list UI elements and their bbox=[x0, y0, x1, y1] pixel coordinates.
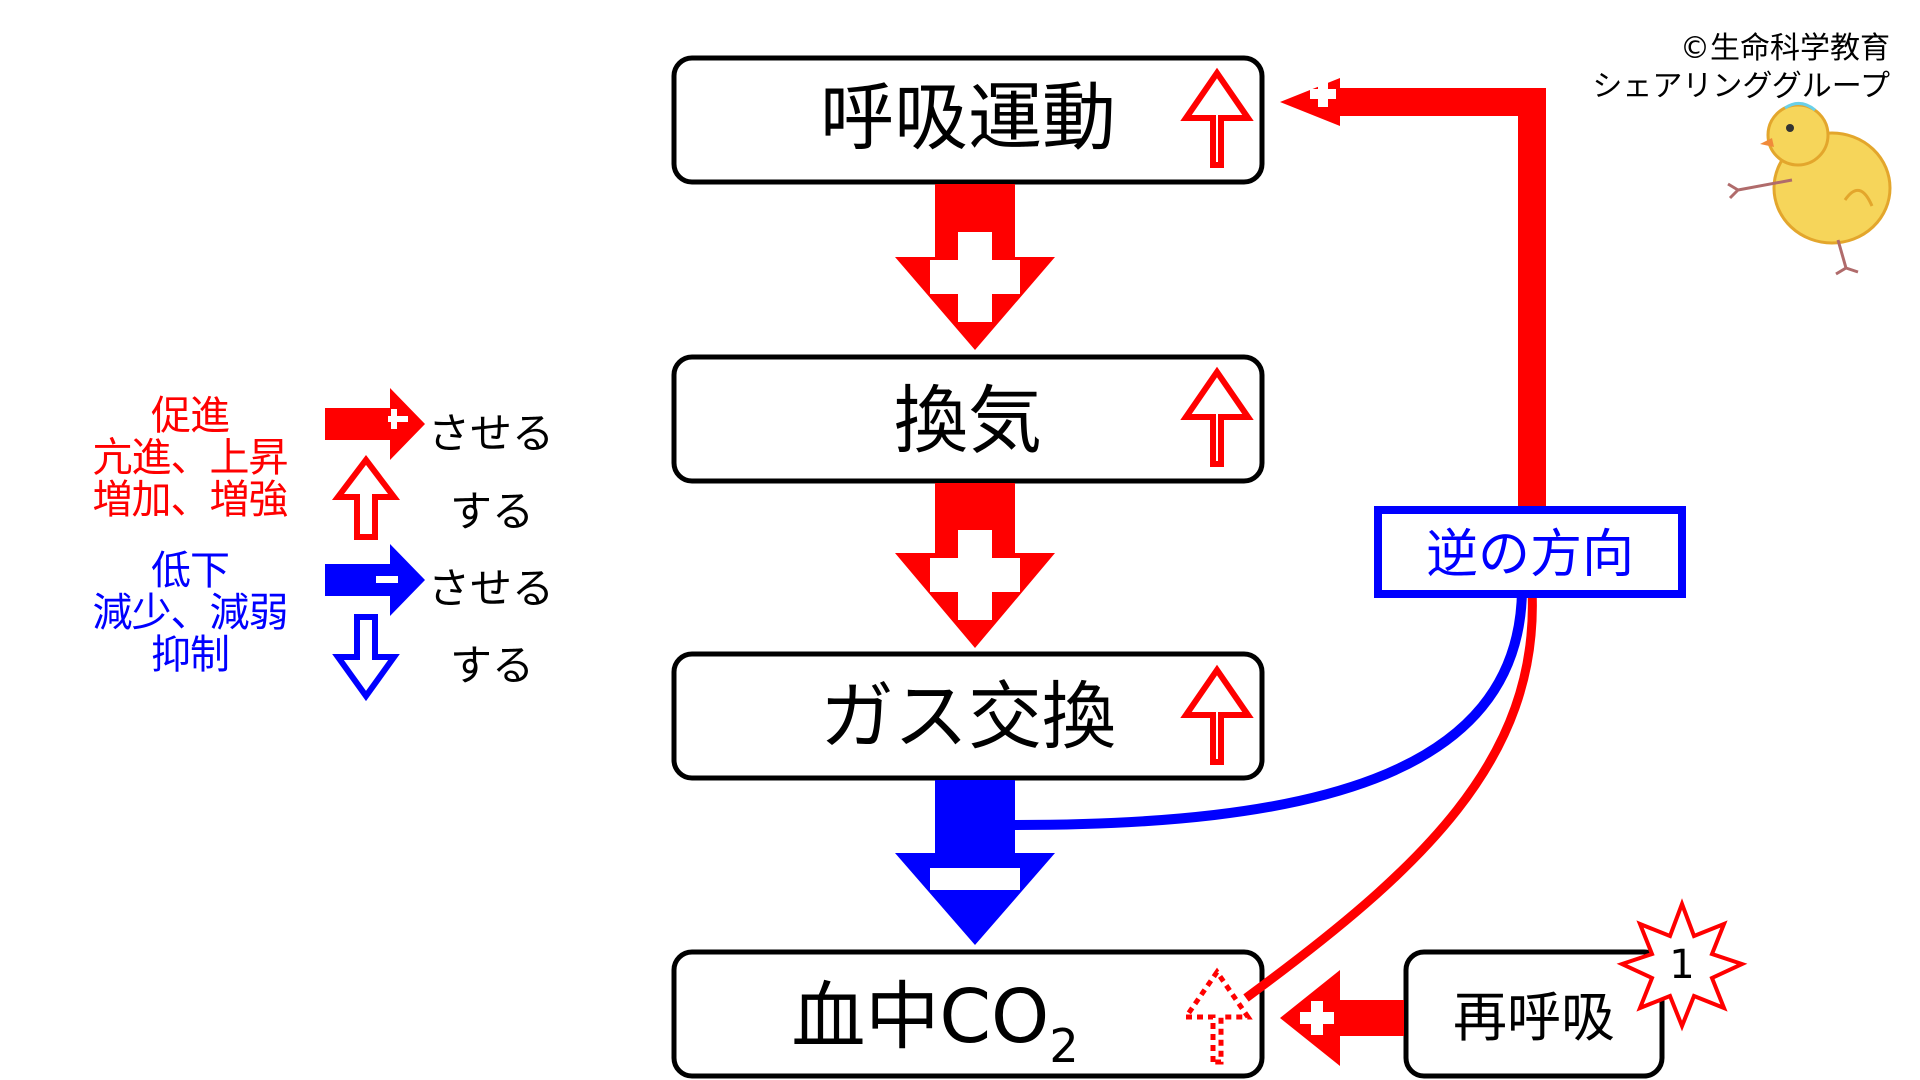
copyright-line-1: ©生命科学教育 bbox=[1680, 31, 1890, 66]
legend-inhibit-text: 低下 減少、減弱 抑制 bbox=[60, 550, 320, 676]
legend-promote-line-2: 亢進、上昇 bbox=[92, 435, 289, 481]
legend-promote-line-1: 促進 bbox=[151, 393, 230, 439]
note-badge-number: 1 bbox=[1669, 942, 1694, 988]
legend-promote-line-3: 増加、増強 bbox=[92, 477, 289, 523]
box-blood-co2-subscript: 2 bbox=[1049, 1019, 1078, 1073]
box-blood-co2-label: 血中CO bbox=[791, 974, 1049, 1060]
increase-arrow-icon bbox=[1180, 664, 1254, 765]
box-blood-co2: 血中CO2 bbox=[671, 949, 1265, 1079]
legend-inhibit-line-2: 減少、減弱 bbox=[92, 590, 289, 636]
feedback-promote-line bbox=[1243, 78, 1546, 1002]
legend-inhibit-arrow-icon bbox=[325, 544, 425, 616]
feedback-label: 逆の方向 bbox=[1426, 525, 1634, 585]
box-ventilation-label: 換気 bbox=[894, 378, 1042, 464]
rebreathing-promote-arrow bbox=[1280, 970, 1404, 1066]
legend-promote-verb: させる bbox=[428, 409, 555, 458]
increase-arrow-icon bbox=[1180, 366, 1254, 467]
svg-text:血中CO2: 血中CO2 bbox=[791, 974, 1078, 1073]
note-badge: 1 bbox=[1616, 898, 1748, 1032]
legend-inhibit-line-1: 低下 bbox=[151, 548, 230, 594]
box-rebreathing: 再呼吸 bbox=[1403, 949, 1665, 1079]
promote-arrow-1 bbox=[895, 184, 1055, 350]
copyright-line-2: シェアリンググループ bbox=[1592, 69, 1890, 104]
box-respiratory-movement: 呼吸運動 bbox=[671, 55, 1265, 185]
legend-decrease-arrow-icon bbox=[332, 614, 400, 702]
legend-promote-text: 促進 亢進、上昇 増加、増強 bbox=[60, 395, 320, 521]
chick-illustration bbox=[1727, 102, 1892, 276]
legend-decrease-verb: する bbox=[450, 641, 535, 690]
box-gas-exchange: ガス交換 bbox=[671, 651, 1265, 781]
box-respiratory-movement-label: 呼吸運動 bbox=[820, 75, 1116, 161]
legend-inhibit-line-3: 抑制 bbox=[151, 632, 230, 678]
copyright: ©生命科学教育 シェアリンググループ bbox=[1550, 30, 1890, 106]
increase-dotted-arrow-icon bbox=[1181, 967, 1253, 1065]
legend-inhibit-verb: させる bbox=[428, 564, 555, 613]
promote-arrow-2 bbox=[895, 483, 1055, 648]
inhibit-arrow bbox=[895, 780, 1055, 945]
box-rebreathing-label: 再呼吸 bbox=[1453, 986, 1615, 1049]
box-ventilation: 換気 bbox=[671, 354, 1265, 484]
increase-arrow-icon bbox=[1180, 67, 1254, 168]
legend-increase-arrow-icon bbox=[331, 455, 401, 540]
legend-increase-verb: する bbox=[450, 487, 535, 536]
feedback-label-box: 逆の方向 bbox=[1374, 506, 1686, 598]
box-gas-exchange-label: ガス交換 bbox=[820, 674, 1116, 760]
feedback-inhibit-line bbox=[1014, 589, 1527, 830]
legend-promote-arrow-icon bbox=[325, 388, 425, 460]
